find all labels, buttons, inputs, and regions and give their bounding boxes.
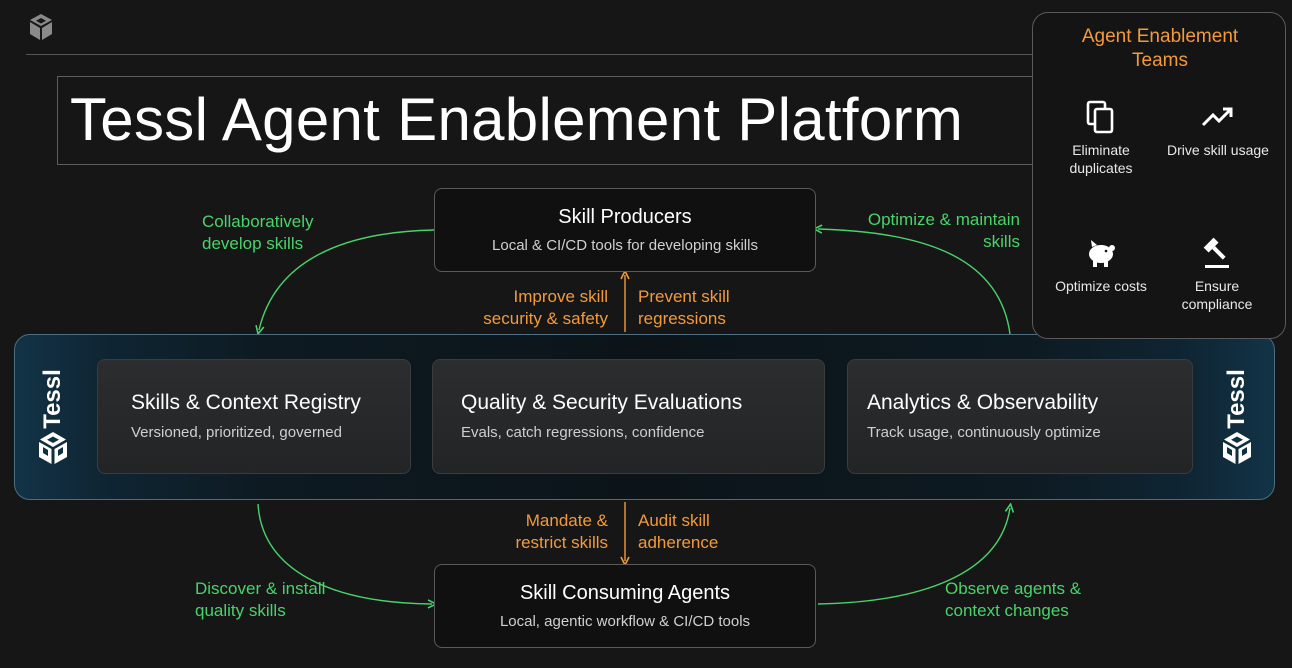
- arrow-optimize-maintain: [818, 229, 1011, 335]
- module-title: Analytics & Observability: [867, 391, 1099, 414]
- benefit-label: Ensure compliance: [1181, 278, 1253, 312]
- benefit-optimize-costs: Optimize costs: [1051, 235, 1151, 295]
- benefit-drive-skill-usage: Drive skill usage: [1163, 99, 1273, 159]
- skill-consumers-node: Skill Consuming Agents Local, agentic wo…: [434, 564, 816, 648]
- copy-icon: [1051, 99, 1151, 135]
- trending-up-icon: [1163, 99, 1273, 135]
- piggy-bank-icon: [1051, 235, 1151, 271]
- action-label-audit: Audit skill adherence: [638, 511, 719, 552]
- agent-enablement-teams-panel: Agent Enablement Teams Eliminate duplica…: [1032, 12, 1286, 339]
- arrow-observe: [817, 508, 1010, 605]
- action-label-mandate: Mandate & restrict skills: [515, 511, 608, 552]
- benefit-label: Optimize costs: [1055, 278, 1147, 294]
- header-divider: [26, 54, 1036, 55]
- tessl-logo-icon: [35, 430, 71, 471]
- brand-left: Tessl: [25, 369, 81, 466]
- arrow-discover-install: [257, 503, 432, 604]
- tessl-logo-icon: [26, 12, 56, 42]
- action-label-prevent: Prevent skill regressions: [638, 287, 730, 328]
- node-subtitle: Local & CI/CD tools for developing skill…: [492, 237, 758, 254]
- module-evaluations: Quality & Security Evaluations Evals, ca…: [432, 359, 825, 474]
- brand-right: Tessl: [1209, 369, 1265, 466]
- module-subtitle: Versioned, prioritized, governed: [131, 424, 342, 441]
- node-subtitle: Local, agentic workflow & CI/CD tools: [499, 613, 751, 630]
- arrow-collaborate: [259, 229, 435, 330]
- module-subtitle: Track usage, continuously optimize: [867, 424, 1101, 441]
- module-analytics: Analytics & Observability Track usage, c…: [847, 359, 1193, 474]
- tessl-logo-icon: [1219, 430, 1255, 471]
- module-registry: Skills & Context Registry Versioned, pri…: [97, 359, 411, 474]
- module-subtitle: Evals, catch regressions, confidence: [461, 424, 705, 441]
- node-title: Skill Producers: [558, 206, 692, 228]
- benefit-eliminate-duplicates: Eliminate duplicates: [1051, 99, 1151, 177]
- brand-wordmark: Tessl: [1223, 369, 1250, 429]
- module-title: Skills & Context Registry: [131, 391, 361, 414]
- benefit-label: Eliminate duplicates: [1069, 142, 1133, 176]
- skill-producers-node: Skill Producers Local & CI/CD tools for …: [434, 188, 816, 272]
- action-label-improve: Improve skill security & safety: [483, 287, 608, 328]
- flow-label-observe: Observe agents & context changes: [945, 579, 1082, 620]
- flow-label-optimize: Optimize & maintain skills: [867, 210, 1020, 251]
- benefit-label: Drive skill usage: [1167, 142, 1269, 158]
- module-title: Quality & Security Evaluations: [461, 391, 743, 414]
- benefit-ensure-compliance: Ensure compliance: [1165, 235, 1269, 313]
- gavel-icon: [1165, 235, 1269, 271]
- flow-label-discover: Discover & install quality skills: [195, 579, 326, 620]
- panel-title: Agent Enablement Teams: [1081, 26, 1239, 71]
- node-title: Skill Consuming Agents: [519, 582, 731, 604]
- page-title: Tessl Agent Enablement Platform: [70, 86, 964, 153]
- brand-wordmark: Tessl: [39, 369, 66, 429]
- flow-label-collaborate: Collaboratively develop skills: [202, 212, 314, 253]
